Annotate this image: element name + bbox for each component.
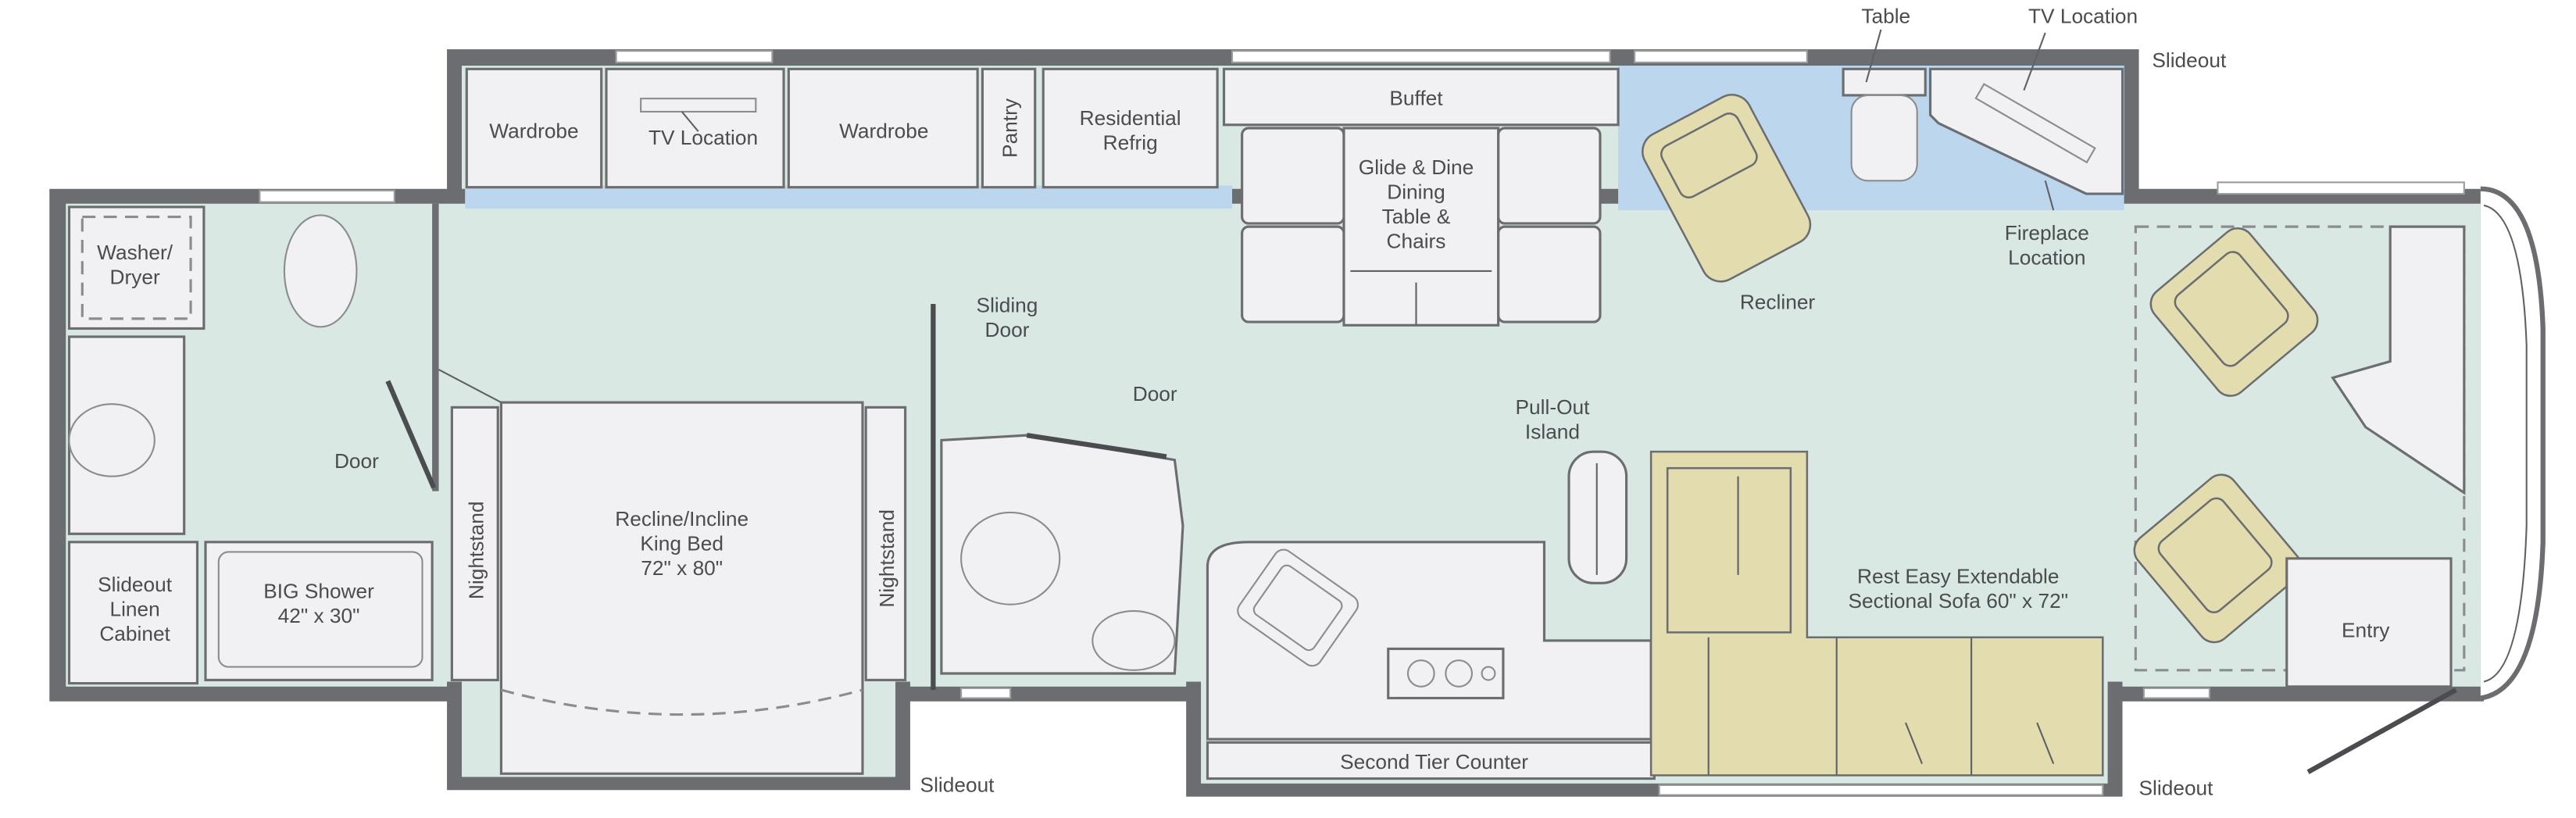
king-bed <box>499 401 864 775</box>
label-slideout-bedroom: Slideout <box>920 773 995 796</box>
entry-door[interactable] <box>2306 688 2457 774</box>
sink-icon <box>68 403 155 477</box>
label-entry: Entry <box>2342 619 2390 642</box>
sectional-sofa <box>1649 450 2104 777</box>
label-tv-location-front: TV Location <box>2028 4 2138 27</box>
label-recliner: Recliner <box>1740 290 1816 313</box>
buffet <box>1222 67 1620 127</box>
label-tv-location-bedroom: TV Location <box>648 126 758 149</box>
label-bath-door: Door <box>334 449 379 473</box>
linen-cabinet <box>67 541 199 685</box>
washer-dryer <box>67 205 205 330</box>
toilet-door[interactable] <box>1026 433 1167 459</box>
label-wardrobe-1: Wardrobe <box>489 120 578 143</box>
dining-table <box>1241 127 1602 327</box>
toilet-icon <box>283 214 358 328</box>
label-toilet-door: Door <box>1133 382 1177 405</box>
side-table <box>1842 67 1927 97</box>
dash-couch <box>2331 225 2466 495</box>
label-buffet: Buffet <box>1389 87 1443 110</box>
captain-chair-top <box>2149 227 2319 397</box>
wardrobe-2 <box>787 67 979 189</box>
sink-icon-kitchen <box>1237 548 1359 667</box>
captain-chair-bottom <box>2133 473 2303 644</box>
label-pantry: Pantry <box>999 98 1022 158</box>
label-slideout-top: Slideout <box>2152 48 2227 72</box>
residential-refrig <box>1041 67 1219 189</box>
tv-icon-front <box>1974 83 2096 164</box>
label-nightstand-right: Nightstand <box>875 509 899 608</box>
tv-icon <box>640 98 757 113</box>
pantry <box>981 67 1037 189</box>
label-second-tier-counter: Second Tier Counter <box>1340 750 1528 773</box>
recliner <box>1642 94 1812 283</box>
entry-step <box>2285 557 2453 688</box>
nightstand-left <box>450 405 499 681</box>
front-cab <box>2480 186 2546 701</box>
bath-door[interactable] <box>385 380 437 489</box>
label-slideout-front: Slideout <box>2139 777 2214 800</box>
label-table: Table <box>1861 4 1910 27</box>
label-nightstand-left: Nightstand <box>464 502 488 600</box>
label-washer-dryer: Washer/Dryer <box>97 241 173 289</box>
label-wardrobe-2: Wardrobe <box>839 120 928 143</box>
nightstand-right <box>864 405 907 681</box>
wardrobe-1 <box>465 67 603 189</box>
